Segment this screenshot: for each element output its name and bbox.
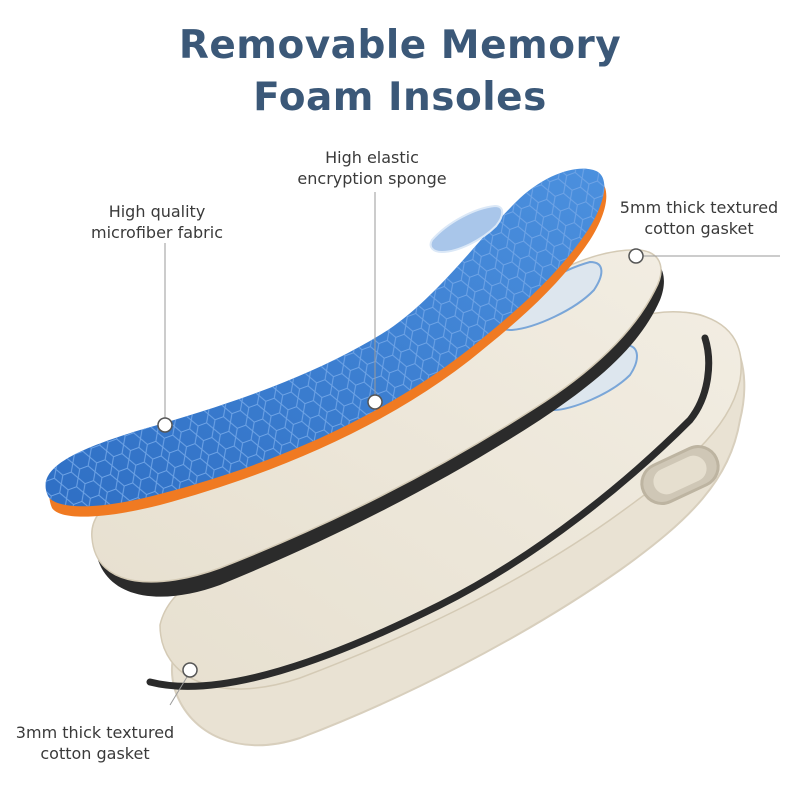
callout-gasket-3mm-line-2: cotton gasket bbox=[40, 744, 150, 763]
base-layer bbox=[146, 311, 746, 747]
callout-sponge-line-2: encryption sponge bbox=[297, 169, 447, 188]
callout-sponge-line-1: High elastic bbox=[325, 148, 419, 167]
callout-fabric: High quality microfiber fabric bbox=[82, 201, 232, 243]
callout-sponge: High elastic encryption sponge bbox=[282, 147, 462, 189]
top-fabric-layer bbox=[45, 168, 607, 517]
fabric-marker bbox=[157, 417, 173, 433]
callout-fabric-line-2: microfiber fabric bbox=[91, 223, 223, 242]
gasket-3mm-marker bbox=[182, 662, 198, 678]
callout-gasket-5mm-line-2: cotton gasket bbox=[644, 219, 754, 238]
callout-fabric-line-1: High quality bbox=[108, 202, 206, 221]
callout-gasket-5mm: 5mm thick textured cotton gasket bbox=[604, 197, 794, 239]
gasket-5mm-marker bbox=[628, 248, 644, 264]
callout-gasket-3mm: 3mm thick textured cotton gasket bbox=[0, 722, 190, 764]
sponge-marker bbox=[367, 394, 383, 410]
callout-gasket-5mm-line-1: 5mm thick textured bbox=[619, 198, 779, 217]
callout-lines bbox=[157, 192, 780, 706]
page-title: Removable Memory Foam Insoles bbox=[0, 20, 800, 124]
title-line-1: Removable Memory bbox=[178, 23, 622, 68]
title-line-2: Foam Insoles bbox=[253, 75, 547, 120]
callout-gasket-3mm-line-1: 3mm thick textured bbox=[15, 723, 175, 742]
